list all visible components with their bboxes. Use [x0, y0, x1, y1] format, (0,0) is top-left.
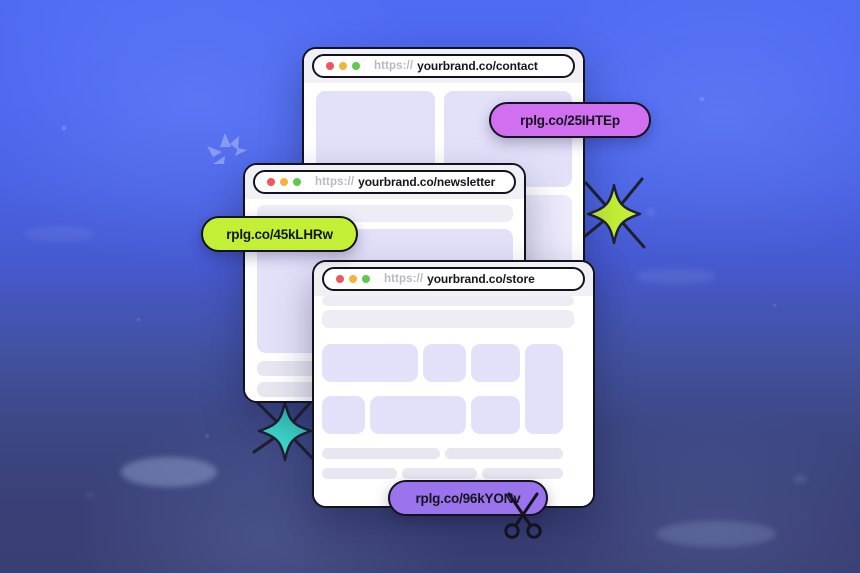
url-text: yourbrand.co/contact [417, 59, 538, 73]
close-light-icon[interactable] [267, 178, 275, 186]
product-tile [322, 396, 365, 434]
bokeh-dot [700, 97, 704, 101]
four-point-star-icon-green [582, 177, 646, 249]
short-link-label: rplg.co/96kYONv [415, 490, 521, 506]
product-tile [471, 344, 520, 382]
url-protocol: https:// [374, 60, 414, 72]
product-tile [471, 396, 520, 434]
url-protocol: https:// [315, 176, 355, 188]
short-link-pill-contact[interactable]: rplg.co/25IHTEp [489, 102, 651, 138]
maximize-light-icon[interactable] [362, 275, 370, 283]
minimize-light-icon[interactable] [349, 275, 357, 283]
product-tile [423, 344, 466, 382]
bokeh-dot [205, 434, 209, 438]
close-light-icon[interactable] [336, 275, 344, 283]
bokeh-dot [137, 318, 140, 321]
browser-titlebar: https:// yourbrand.co/contact [304, 49, 583, 83]
product-tile [370, 396, 466, 434]
traffic-lights [267, 178, 301, 186]
maximize-light-icon[interactable] [352, 62, 360, 70]
sparkle-burst-icon [207, 133, 247, 164]
address-bar[interactable]: https:// yourbrand.co/store [322, 267, 585, 291]
light-streak [656, 521, 776, 547]
content-line [322, 310, 574, 328]
content-line [445, 448, 563, 459]
bokeh-dot [793, 475, 807, 483]
bokeh-dot [773, 304, 776, 307]
maximize-light-icon[interactable] [293, 178, 301, 186]
browser-titlebar: https:// yourbrand.co/newsletter [245, 165, 524, 199]
content-line [322, 448, 440, 459]
short-link-label: rplg.co/25IHTEp [520, 112, 620, 128]
bokeh-dot [62, 126, 66, 130]
url-text: yourbrand.co/newsletter [358, 175, 496, 189]
minimize-light-icon[interactable] [280, 178, 288, 186]
traffic-lights [326, 62, 360, 70]
address-bar[interactable]: https:// yourbrand.co/newsletter [253, 170, 516, 194]
light-streak [121, 457, 217, 487]
short-link-label: rplg.co/45kLHRw [226, 226, 333, 242]
content-line [322, 296, 574, 306]
light-streak [636, 268, 716, 284]
traffic-lights [336, 275, 370, 283]
light-streak [24, 226, 94, 242]
bokeh-dot [85, 492, 95, 498]
url-text: yourbrand.co/store [427, 272, 535, 286]
scissors-icon [504, 492, 542, 539]
close-light-icon[interactable] [326, 62, 334, 70]
url-protocol: https:// [384, 273, 424, 285]
minimize-light-icon[interactable] [339, 62, 347, 70]
content-line [402, 468, 477, 479]
product-tile [525, 344, 563, 434]
product-tile [322, 344, 418, 382]
browser-titlebar: https:// yourbrand.co/store [314, 262, 593, 296]
address-bar[interactable]: https:// yourbrand.co/contact [312, 54, 575, 78]
short-link-pill-newsletter[interactable]: rplg.co/45kLHRw [201, 216, 358, 252]
content-line [482, 468, 563, 479]
bokeh-dot [646, 209, 655, 216]
browser-window-store[interactable]: https:// yourbrand.co/store [312, 260, 595, 508]
page-content-store [314, 296, 593, 506]
content-line [322, 468, 397, 479]
